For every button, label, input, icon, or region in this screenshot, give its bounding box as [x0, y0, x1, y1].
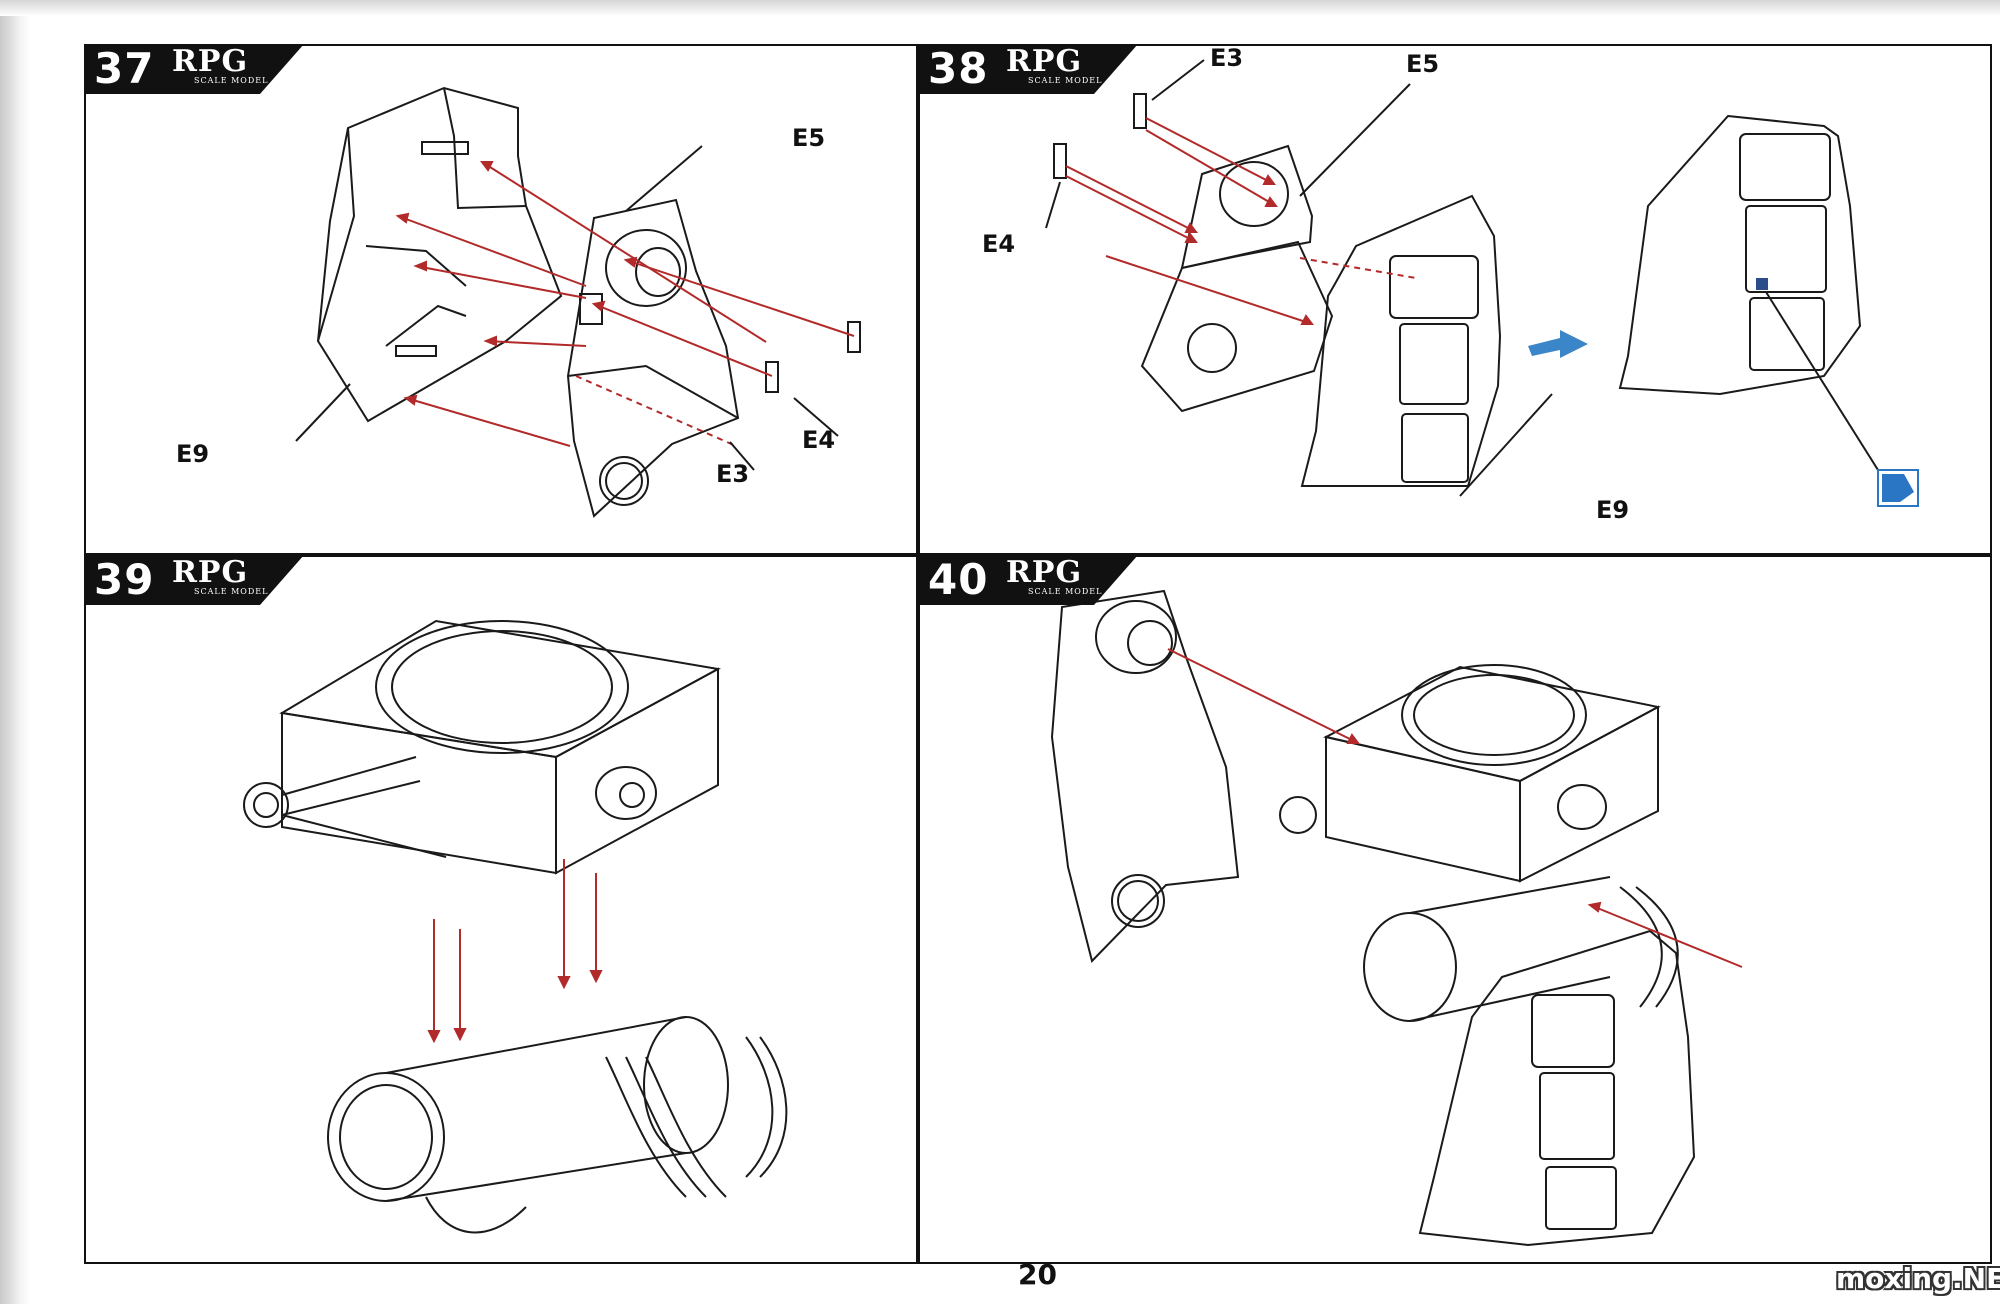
step-40-illustration — [1050, 589, 1743, 1247]
part-label-e3: E3 — [716, 460, 749, 488]
part-label-e5: E5 — [1406, 50, 1439, 78]
step-39-illustration — [243, 619, 788, 1234]
result-view-drawing — [1618, 114, 1862, 396]
step-number: 39 — [94, 555, 155, 604]
step-37-illustration: E5 E9 E3 E4 — [176, 86, 861, 518]
assembled-side-drawing — [1300, 194, 1502, 487]
brand-logo: RPG — [172, 555, 249, 590]
step-badge: 40 RPG SCALE MODEL — [920, 555, 1138, 605]
badge-background — [920, 46, 1137, 94]
step-38-panel: 38 RPG SCALE MODEL — [918, 44, 1992, 555]
side-armor-drawing — [1418, 929, 1696, 1247]
step-number: 40 — [928, 555, 989, 604]
brand-logo: RPG — [1006, 44, 1083, 79]
leader-lines — [295, 145, 839, 471]
assembly-arrows — [1167, 648, 1743, 968]
part-e9-drawing — [316, 86, 563, 423]
scan-shadow-top — [0, 0, 2000, 16]
part-e5-drawing — [1140, 144, 1334, 413]
badge-background — [920, 557, 1137, 605]
callout-marker — [1756, 278, 1768, 290]
part-e5-drawing — [566, 198, 740, 518]
shape-key-icon — [1877, 469, 1919, 507]
front-armor-drawing — [1050, 589, 1240, 963]
brand-subtitle: SCALE MODEL — [1028, 587, 1103, 596]
brand-logo: RPG — [172, 44, 249, 79]
gun-barrel-drawing — [243, 756, 447, 858]
ammo-drum-drawing — [327, 1016, 788, 1234]
brand-subtitle: SCALE MODEL — [1028, 76, 1103, 85]
assembly-arrows — [427, 859, 603, 1044]
page-number: 20 — [1018, 1258, 1057, 1291]
badge-background — [86, 557, 303, 605]
badge-background — [86, 46, 303, 94]
step-40-panel: 40 RPG SCALE MODEL — [918, 555, 1992, 1264]
scan-shadow — [0, 0, 30, 1304]
step-number: 38 — [928, 44, 989, 93]
part-label-e9: E9 — [1596, 496, 1629, 524]
assembly-arrows — [1065, 117, 1417, 325]
step-badge: 38 RPG SCALE MODEL — [920, 44, 1138, 94]
brand-subtitle: SCALE MODEL — [194, 587, 269, 596]
part-label-e9: E9 — [176, 440, 209, 468]
step-38-illustration: E3 E5 E4 E9 — [982, 46, 1919, 524]
step-badge: 37 RPG SCALE MODEL — [86, 44, 304, 94]
leader-lines — [1045, 59, 1879, 497]
step-39-panel: 39 RPG SCALE MODEL — [84, 555, 918, 1264]
step-badge: 39 RPG SCALE MODEL — [86, 555, 304, 605]
part-label-e5: E5 — [792, 124, 825, 152]
direction-arrow — [1528, 330, 1588, 358]
part-e3-e4-pins — [1053, 93, 1147, 179]
part-label-e3: E3 — [1210, 46, 1243, 72]
part-e4-e3-pins — [765, 321, 861, 393]
step-number: 37 — [94, 44, 155, 93]
step-37-panel: 37 RPG SCALE MODEL — [84, 44, 918, 555]
brand-logo: RPG — [1006, 555, 1083, 590]
watermark: moxing.NET — [1836, 1262, 2000, 1295]
part-label-e4: E4 — [802, 426, 835, 454]
brand-subtitle: SCALE MODEL — [194, 76, 269, 85]
turret-ring-drawing — [279, 619, 722, 875]
part-label-e4: E4 — [982, 230, 1015, 258]
assembly-arrows — [395, 161, 855, 447]
turret-assembly-drawing — [1279, 664, 1679, 1022]
